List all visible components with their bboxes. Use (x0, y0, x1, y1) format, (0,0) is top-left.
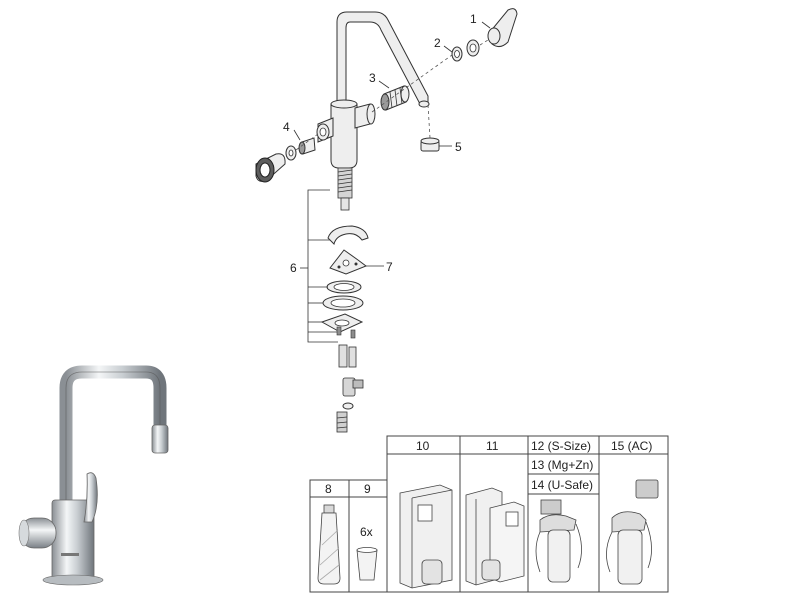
accessory-label-15: 15 (AC) (611, 439, 652, 453)
accessory-label-11: 11 (486, 439, 499, 453)
callout-3: 3 (369, 71, 376, 85)
callout-1: 1 (470, 12, 477, 26)
exploded-faucet: 1 2 3 4 5 6 7 (255, 8, 518, 433)
glass-bottle-illustration (317, 504, 341, 585)
drinking-glass-illustration: 6x (356, 525, 378, 581)
accessory-label-13: 13 (Mg+Zn) (531, 458, 593, 472)
part-4-valve-cartridge (285, 137, 316, 161)
callout-7: 7 (386, 260, 393, 274)
callout-2: 2 (434, 36, 441, 50)
threaded-shank (337, 167, 353, 211)
accessory-label-12: 12 (S-Size) (531, 439, 591, 453)
cold-water-knob (255, 153, 286, 183)
filter-cartridge-illustration (535, 499, 582, 583)
chiller-unit-illustration (399, 484, 453, 589)
part-7-mounting-bracket (329, 249, 368, 275)
faucet-product-photo (18, 365, 169, 586)
accessory-label-8: 8 (325, 482, 332, 496)
chiller-carbonator-illustration (465, 487, 525, 586)
part-6-mounting-kit (307, 189, 369, 343)
part-3-cartridge (380, 85, 410, 111)
callout-6: 6 (290, 261, 297, 275)
part-1-lever-handle (487, 8, 518, 48)
part-2-nuts (451, 39, 480, 62)
accessory-label-14: 14 (U-Safe) (531, 478, 593, 492)
part-5-aerator (420, 137, 440, 152)
accessory-label-9: 9 (364, 482, 371, 496)
accessory-label-10: 10 (416, 439, 430, 453)
connection-fittings (336, 344, 364, 433)
accessories-table: 8 9 10 11 12 (S-Size) 13 (Mg+Zn) 14 (U-S… (309, 435, 669, 593)
glass-quantity: 6x (360, 525, 373, 539)
carbon-filter-illustration (606, 479, 659, 585)
callout-5: 5 (455, 140, 462, 154)
callout-4: 4 (283, 120, 290, 134)
